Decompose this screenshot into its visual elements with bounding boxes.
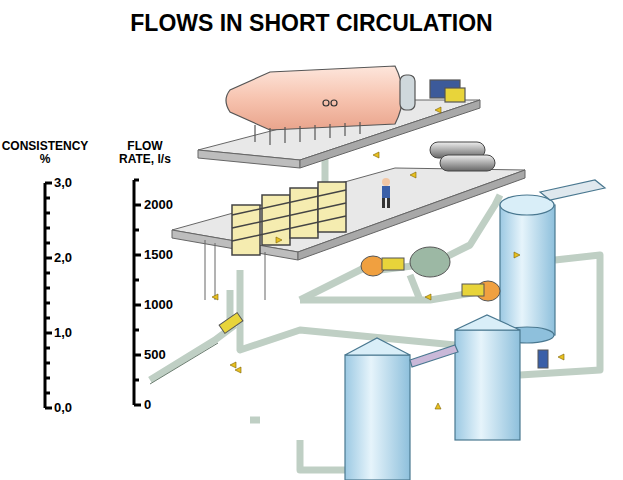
scale-value: 1,0 (54, 325, 72, 340)
scale-value: 0 (144, 397, 151, 412)
scale-value: 0,0 (54, 400, 72, 415)
scale-value: 2000 (144, 197, 173, 212)
scale-value: 2,0 (54, 250, 72, 265)
machine-chest (500, 180, 605, 343)
middle-platform (172, 168, 525, 300)
flow-arrows (212, 107, 564, 409)
rolls (430, 142, 495, 171)
bottom-tanks (345, 315, 520, 480)
pumps (219, 247, 548, 368)
scale-value: 3,0 (54, 175, 72, 190)
flow-scale (134, 180, 141, 405)
operator (382, 178, 390, 208)
axis-heading: FLOW RATE, l/s (110, 140, 180, 166)
headbox (226, 66, 465, 145)
scale-value: 500 (144, 347, 166, 362)
consistency-scale (45, 183, 52, 408)
scale-value: 1000 (144, 297, 173, 312)
axis-heading: CONSISTENCY % (0, 140, 90, 166)
screens (232, 182, 346, 255)
diagram-title: FLOWS IN SHORT CIRCULATION (0, 10, 623, 37)
scale-value: 1500 (144, 247, 173, 262)
